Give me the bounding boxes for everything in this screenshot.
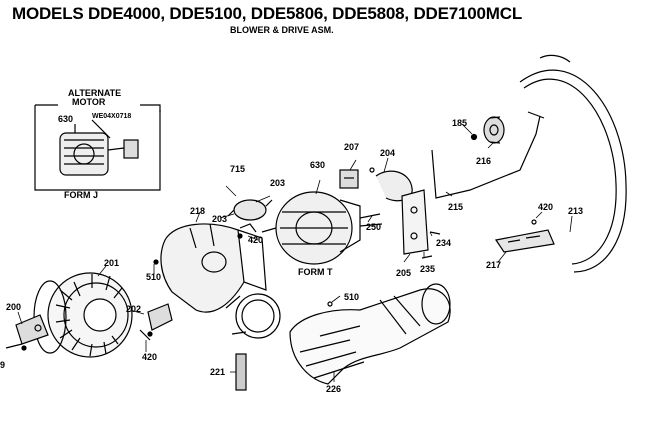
callout-250: 250 (366, 222, 381, 232)
callout-221: 221 (210, 367, 225, 377)
callout-203-top: 203 (270, 178, 285, 188)
page-title: MODELS DDE4000, DDE5100, DDE5806, DDE580… (12, 4, 523, 23)
callout-9: 9 (0, 360, 5, 370)
callout-235: 235 (420, 264, 435, 274)
screws (21, 233, 243, 351)
callout-226: 226 (326, 384, 341, 394)
callout-630: 630 (310, 160, 325, 170)
callout-510-left: 510 (146, 272, 161, 282)
callout-205: 205 (396, 268, 411, 278)
centrifugal-switch (339, 167, 375, 189)
motor-pulley-bracket (375, 170, 441, 259)
alternate-motor-inset (34, 104, 161, 191)
drive-motor (261, 191, 383, 265)
inset-form-label: FORM J (64, 190, 98, 200)
callout-218: 218 (190, 206, 205, 216)
callout-420-bottom: 420 (142, 352, 157, 362)
callout-715: 715 (230, 164, 245, 174)
callout-217: 217 (486, 260, 501, 270)
callout-510-right: 510 (344, 292, 359, 302)
callout-630-inset: 630 (58, 114, 73, 124)
idler-arm (431, 111, 545, 199)
blower-bracket (5, 314, 49, 349)
callout-202: 202 (126, 304, 141, 314)
callout-leaders (17, 123, 573, 382)
callout-207: 207 (344, 142, 359, 152)
exhaust-duct (289, 283, 451, 385)
callout-203-left: 203 (212, 214, 227, 224)
idler-pulley (470, 116, 505, 144)
page-subtitle: BLOWER & DRIVE ASM. (230, 25, 334, 35)
form-t-label: FORM T (298, 267, 333, 277)
callout-185: 185 (452, 118, 467, 128)
blower-housing (160, 223, 281, 339)
callout-234: 234 (436, 238, 451, 248)
inset-heading-line2: MOTOR (72, 97, 106, 107)
inset-part-number: WE04X0718 (92, 113, 131, 120)
drive-belt (519, 54, 627, 273)
callout-216: 216 (476, 156, 491, 166)
motor-clamp (227, 199, 273, 233)
callout-201: 201 (104, 258, 119, 268)
callout-420-mid: 420 (248, 235, 263, 245)
callout-213: 213 (568, 206, 583, 216)
callout-200: 200 (6, 302, 21, 312)
inset-heading-line1: ALTERNATE (68, 88, 121, 98)
belt-switch-bracket (494, 219, 555, 253)
motor-mount-bracket (139, 303, 173, 341)
callout-215: 215 (448, 202, 463, 212)
blower-wheel (33, 272, 133, 358)
callout-420-right: 420 (538, 202, 553, 212)
callout-204: 204 (380, 148, 395, 158)
duct-seal-strip (235, 353, 247, 391)
